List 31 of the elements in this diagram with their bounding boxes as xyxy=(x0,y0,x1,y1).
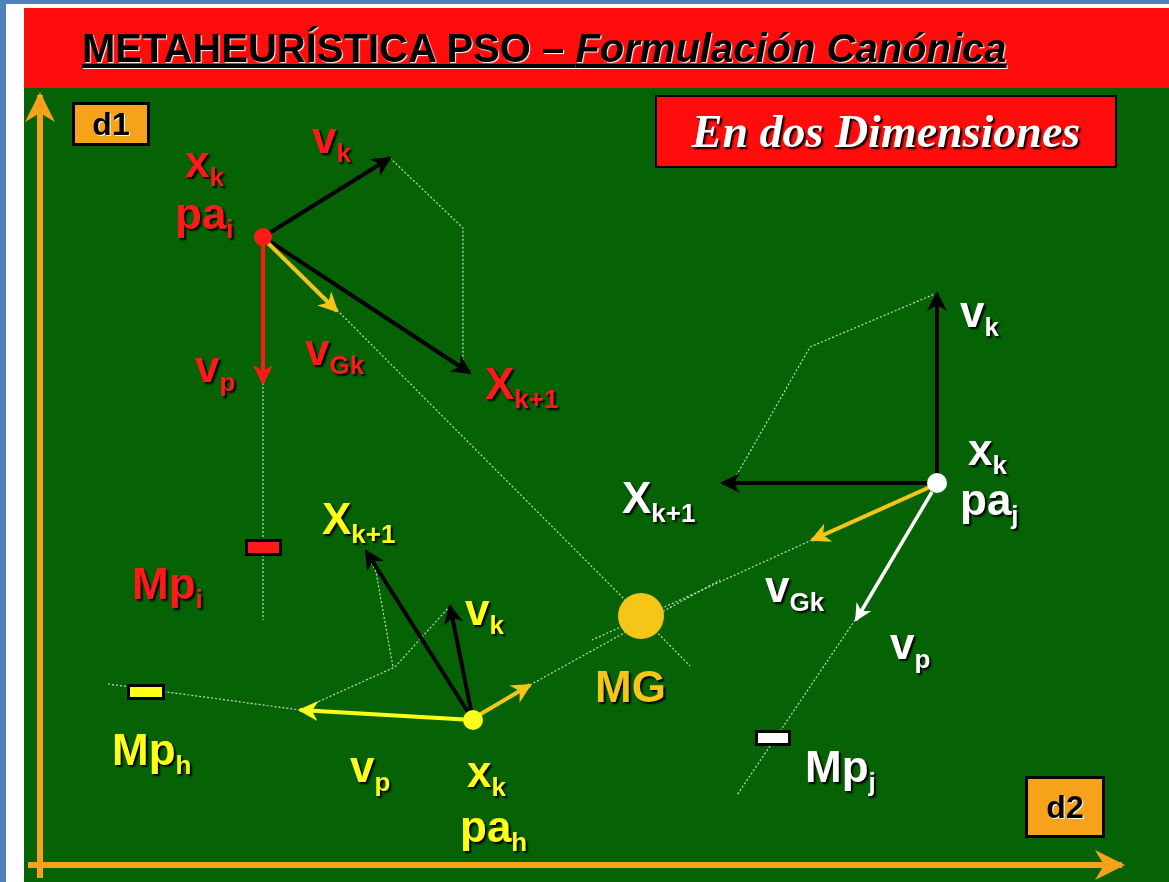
vector-label: v$_{Gk}$ xyxy=(305,328,365,379)
point-label: pa$_{i}$ xyxy=(175,192,234,243)
point-label: x$_{k}$ xyxy=(968,428,1007,479)
vector-label: v$_{p}$ xyxy=(350,745,391,796)
vector-label: v$_{k}$ xyxy=(960,290,999,341)
point-label: MG xyxy=(595,665,666,709)
subtitle-box xyxy=(655,95,1117,168)
vector-label: v$_{Gk}$ xyxy=(765,565,825,616)
point-label: Mp$_{h}$ xyxy=(112,728,192,779)
point-label: x$_{k}$ xyxy=(467,750,506,801)
title: METAHEURÍSTICA PSO – Formulación Canónica xyxy=(82,26,1007,71)
vector-label: v$_{k}$ xyxy=(465,588,504,639)
vector-label: X$_{k+1}$ xyxy=(322,497,396,548)
axis-label-box xyxy=(1025,776,1105,838)
vector-label: v$_{p}$ xyxy=(890,622,931,673)
vector-label: X$_{k+1}$ xyxy=(485,362,559,413)
point-label: pa$_{h}$ xyxy=(460,805,528,856)
box-label: d1 xyxy=(92,108,130,140)
point-label: x$_{k}$ xyxy=(185,140,224,191)
best-position-marker xyxy=(755,730,791,746)
point-label: pa$_{j}$ xyxy=(960,478,1019,529)
vector-label: v$_{p}$ xyxy=(195,345,236,396)
vector-label: X$_{k+1}$ xyxy=(622,476,696,527)
point-label: Mp$_{i}$ xyxy=(132,562,203,613)
axis-label-box xyxy=(72,102,150,146)
point-label: Mp$_{j}$ xyxy=(805,745,876,796)
vector-label: v$_{k}$ xyxy=(312,116,351,167)
best-position-marker xyxy=(245,539,282,556)
box-label: En dos Dimensiones xyxy=(691,108,1081,155)
box-label: d2 xyxy=(1046,791,1084,823)
best-position-marker xyxy=(127,684,165,700)
